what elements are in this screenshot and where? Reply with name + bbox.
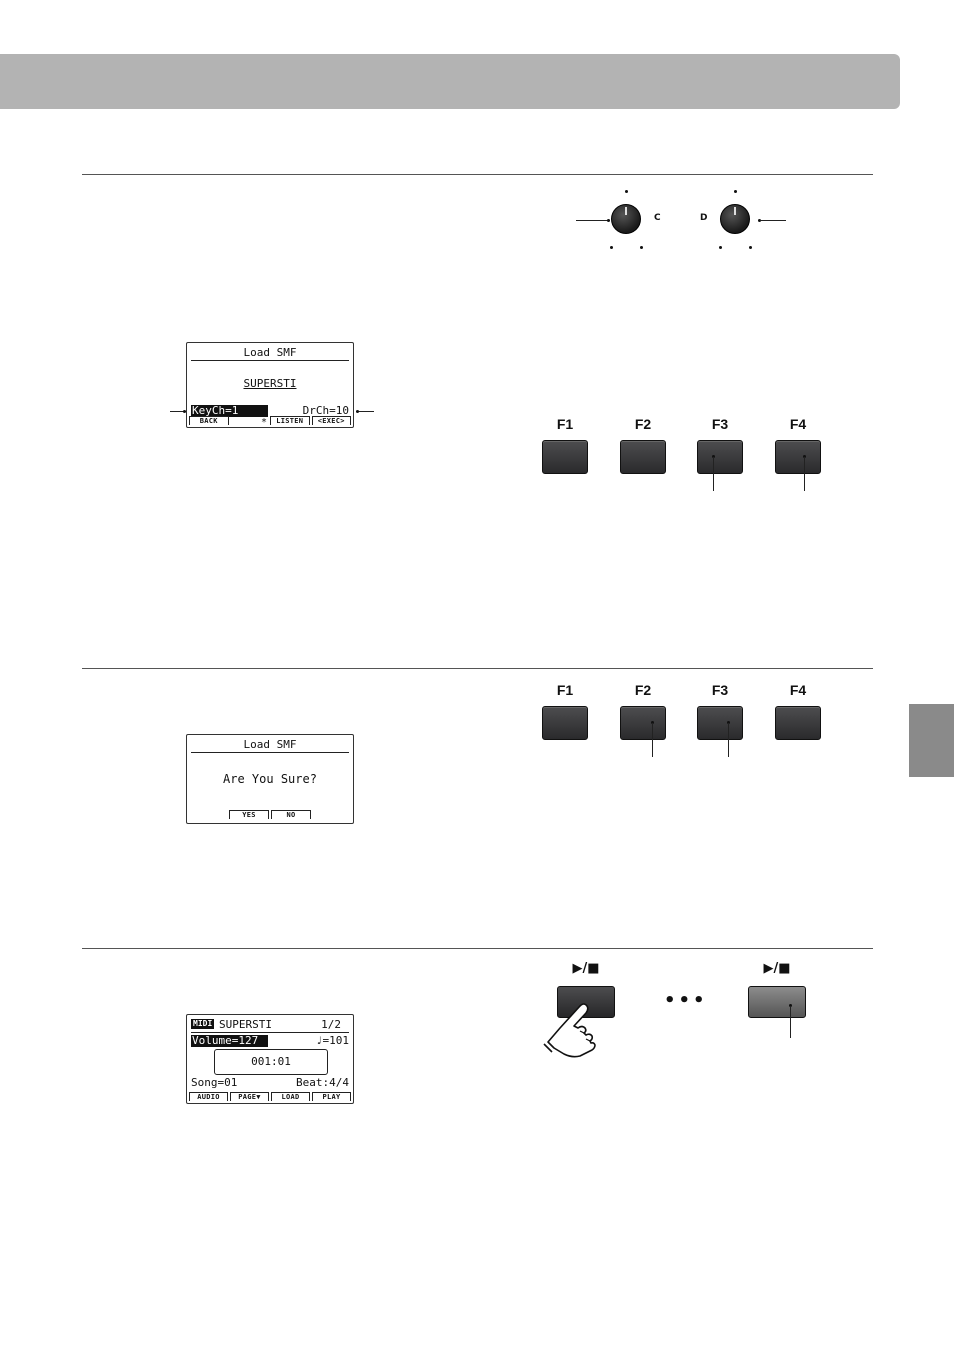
softkey-back: BACK — [189, 416, 229, 425]
lcd-confirm-message: Are You Sure? — [187, 773, 353, 785]
header-bar — [0, 54, 900, 109]
knob-d[interactable] — [720, 204, 750, 234]
f3-label: F3 — [697, 416, 743, 432]
lcd-load-smf: Load SMF SUPERSTI KeyCh=1 DrCh=10 * BACK… — [186, 342, 354, 428]
lcd-softkeys: BACK LISTEN <EXEC> — [189, 416, 351, 425]
callout-line — [728, 723, 729, 757]
softkey-yes: YES — [229, 810, 269, 819]
softkey-exec: <EXEC> — [312, 416, 352, 425]
play-stop-label: ▶/■ — [748, 961, 806, 976]
callout-line — [804, 457, 805, 491]
knob-d-label: D — [700, 213, 707, 223]
f3-label: F3 — [697, 682, 743, 698]
softkey-blank — [189, 810, 227, 819]
f2-button[interactable] — [620, 440, 666, 474]
softkey-blank — [313, 810, 351, 819]
lcd-title: Load SMF — [187, 347, 353, 359]
softkey-blank — [231, 416, 269, 425]
f2-button[interactable] — [620, 706, 666, 740]
ellipsis: ••• — [664, 990, 708, 1011]
f4-label: F4 — [775, 416, 821, 432]
softkey-audio: AUDIO — [189, 1092, 228, 1101]
f4-button[interactable] — [775, 706, 821, 740]
knob-c-label: C — [654, 213, 661, 223]
lcd-softkeys: AUDIO PAGE▼ LOAD PLAY — [189, 1092, 351, 1101]
f3-button[interactable] — [697, 440, 743, 474]
play-stop-button-lit[interactable] — [748, 986, 806, 1018]
knob-diagram: C D — [560, 180, 820, 260]
f2-label: F2 — [620, 416, 666, 432]
lcd-position-box: 001:01 — [214, 1049, 328, 1075]
f1-button[interactable] — [542, 440, 588, 474]
softkey-load: LOAD — [271, 1092, 310, 1101]
section-divider — [82, 174, 873, 175]
callout-line — [713, 457, 714, 491]
chapter-tab — [909, 704, 954, 777]
callout-line — [790, 1006, 791, 1038]
f2-label: F2 — [620, 682, 666, 698]
lcd-position: 001:01 — [215, 1056, 327, 1068]
f1-button[interactable] — [542, 706, 588, 740]
f1-label: F1 — [542, 682, 588, 698]
lcd-volume: Volume=127 — [191, 1035, 268, 1047]
lcd-song-number: Song=01 — [191, 1077, 237, 1089]
knob-c[interactable] — [611, 204, 641, 234]
lcd-confirm: Load SMF Are You Sure? YES NO — [186, 734, 354, 824]
softkey-page: PAGE▼ — [230, 1092, 269, 1101]
callout-line — [652, 723, 653, 757]
section-divider — [82, 668, 873, 669]
lcd-beat: Beat:4/4 — [296, 1077, 349, 1089]
f1-label: F1 — [542, 416, 588, 432]
section-divider — [82, 948, 873, 949]
softkey-listen: LISTEN — [270, 416, 310, 425]
play-stop-label: ▶/■ — [557, 961, 615, 976]
lcd-midi-badge: MIDI — [191, 1019, 214, 1029]
lcd-song-name: SUPERSTI — [187, 378, 353, 390]
lcd-song-name: SUPERSTI — [219, 1019, 272, 1031]
f4-label: F4 — [775, 682, 821, 698]
softkey-no: NO — [271, 810, 311, 819]
pointing-hand-icon — [540, 998, 610, 1058]
lcd-midi-recorder: MIDI SUPERSTI 1/2 Volume=127 ♩=101 001:0… — [186, 1014, 354, 1104]
f3-button[interactable] — [697, 706, 743, 740]
f4-button[interactable] — [775, 440, 821, 474]
lcd-tempo: ♩=101 — [316, 1035, 349, 1047]
lcd-page: 1/2 — [321, 1019, 341, 1031]
lcd-title: Load SMF — [187, 739, 353, 751]
lcd-softkeys: YES NO — [189, 810, 351, 819]
softkey-play: PLAY — [312, 1092, 351, 1101]
